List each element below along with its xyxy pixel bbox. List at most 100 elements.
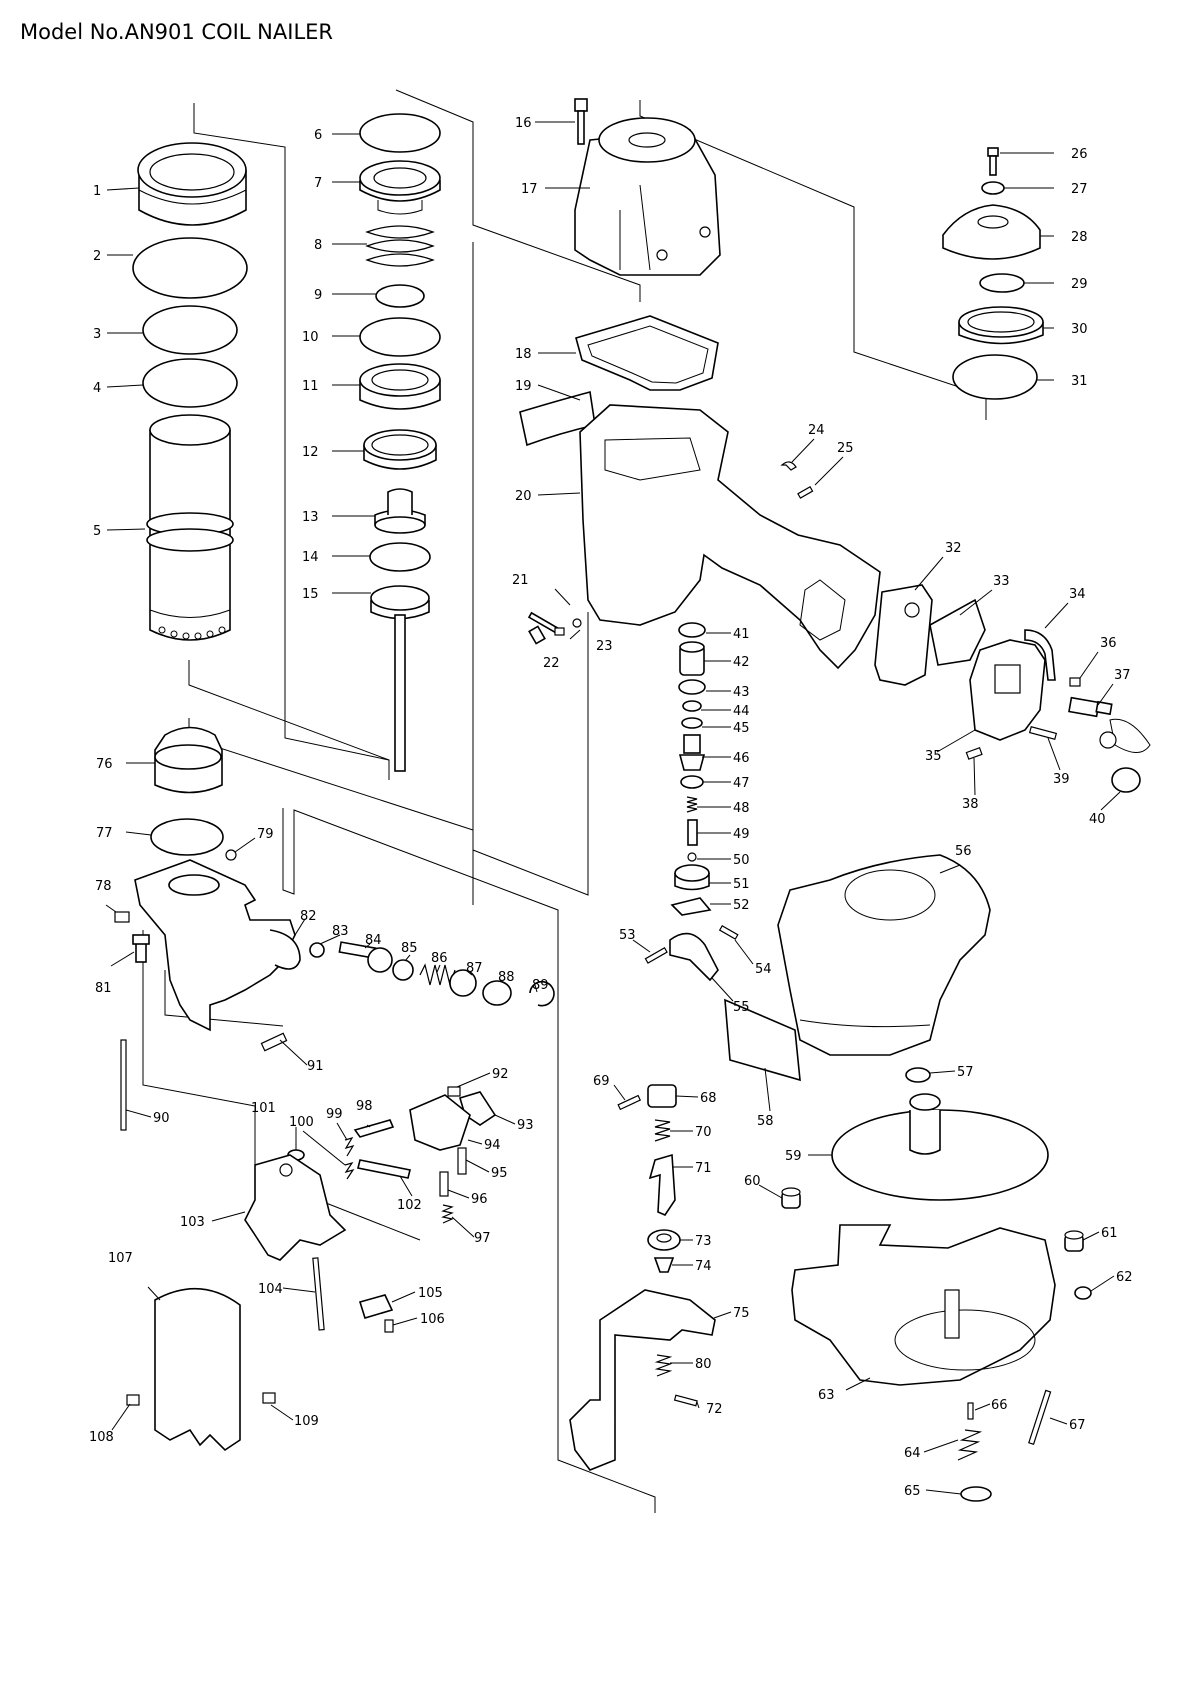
part-label: 69 [593, 1074, 610, 1089]
part-30-ring [958, 306, 1044, 345]
part-36-screw [1069, 677, 1081, 687]
part-80-spring [654, 1354, 673, 1377]
part-62-nut [1074, 1286, 1092, 1300]
part-label: 14 [302, 550, 319, 565]
part-label: 101 [251, 1101, 276, 1116]
part-label: 31 [1071, 374, 1088, 389]
part-label: 28 [1071, 230, 1088, 245]
part-label: 102 [397, 1198, 422, 1213]
part-8-spring [365, 225, 435, 267]
part-108-screw [126, 1394, 140, 1406]
part-13-bumper [374, 488, 426, 534]
part-52-lever [670, 897, 712, 916]
part-109-screw [262, 1392, 276, 1404]
part-57-cap [905, 1067, 931, 1083]
part-94-latch [409, 1094, 471, 1151]
feeder-parts [569, 1084, 716, 1471]
part-103-adjuster [244, 1154, 347, 1261]
part-label: 25 [837, 441, 854, 456]
part-label: 91 [307, 1059, 324, 1074]
part-label: 36 [1100, 636, 1117, 651]
part-85-ring [392, 959, 414, 981]
part-label: 46 [733, 751, 750, 766]
part-88-cap [482, 980, 512, 1006]
diagram-title: Model No.AN901 COIL NAILER [20, 20, 334, 44]
part-label: 62 [1116, 1270, 1133, 1285]
driver-guide-parts [114, 726, 555, 1224]
part-label: 107 [108, 1251, 133, 1266]
part-21-bolt [527, 611, 559, 645]
part-39-screw [1028, 726, 1058, 740]
part-49-valve-stem [687, 819, 698, 846]
part-label: 49 [733, 827, 750, 842]
part-label: 23 [596, 639, 613, 654]
part-label: 22 [543, 656, 560, 671]
part-14-oring [369, 542, 431, 572]
part-41-oring [678, 622, 706, 638]
part-59-shelf [831, 1093, 1049, 1201]
part-label: 86 [431, 951, 448, 966]
part-label: 75 [733, 1306, 750, 1321]
part-12-ring [363, 429, 437, 470]
part-87-ring [449, 969, 477, 997]
part-82-driver-guide [134, 859, 301, 1032]
cylinder-parts [132, 142, 248, 641]
part-18-gasket [575, 315, 719, 391]
part-63-magazine [791, 1224, 1056, 1386]
part-29-oring [979, 273, 1025, 293]
part-labels: 1 2 3 4 5 6 7 8 9 10 11 12 13 14 15 16 1… [89, 116, 1133, 1499]
part-label: 93 [517, 1118, 534, 1133]
part-58-label [724, 998, 801, 1082]
part-label: 74 [695, 1259, 712, 1274]
part-label: 44 [733, 704, 750, 719]
part-label: 30 [1071, 322, 1088, 337]
part-label: 11 [302, 379, 319, 394]
part-label: 72 [706, 1402, 723, 1417]
part-label: 41 [733, 627, 750, 642]
part-76-bumper [154, 726, 223, 794]
part-label: 77 [96, 826, 113, 841]
part-label: 39 [1053, 772, 1070, 787]
trigger-valve-parts [644, 622, 739, 982]
part-label: 68 [700, 1091, 717, 1106]
part-46-valve [678, 734, 706, 771]
part-label: 51 [733, 877, 750, 892]
part-label: 61 [1101, 1226, 1118, 1241]
part-86-spring [419, 963, 456, 988]
part-label: 6 [314, 128, 322, 143]
part-label: 47 [733, 776, 750, 791]
part-label: 66 [991, 1398, 1008, 1413]
part-23-ring [572, 618, 582, 628]
head-parts [519, 98, 881, 670]
part-69-pin [617, 1094, 642, 1111]
part-32-gasket [874, 584, 933, 686]
part-7-valve [359, 160, 441, 215]
part-70-spring [654, 1119, 671, 1142]
part-label: 82 [300, 909, 317, 924]
part-98-plate [353, 1119, 395, 1138]
part-label: 27 [1071, 182, 1088, 197]
part-31-oring [952, 354, 1038, 400]
part-43-oring [678, 679, 706, 695]
part-label: 50 [733, 853, 750, 868]
part-6-oring [359, 113, 441, 153]
part-label: 34 [1069, 587, 1086, 602]
part-2-oring [132, 237, 248, 299]
part-91-bolt [260, 1032, 288, 1052]
part-label: 40 [1089, 812, 1106, 827]
part-25-pin [797, 485, 814, 499]
part-label: 55 [733, 1000, 750, 1015]
part-107-guard [154, 1287, 241, 1452]
part-68-pawl [647, 1084, 677, 1108]
part-label: 29 [1071, 277, 1088, 292]
part-label: 79 [257, 827, 274, 842]
part-51-piston [674, 864, 710, 891]
part-label: 73 [695, 1234, 712, 1249]
contact-arm-parts [126, 1149, 411, 1452]
part-label: 26 [1071, 147, 1088, 162]
part-label: 67 [1069, 1418, 1086, 1433]
part-15-piston [370, 585, 430, 772]
part-label: 18 [515, 347, 532, 362]
part-83-ring [309, 942, 325, 958]
part-40-cap [1099, 718, 1151, 793]
